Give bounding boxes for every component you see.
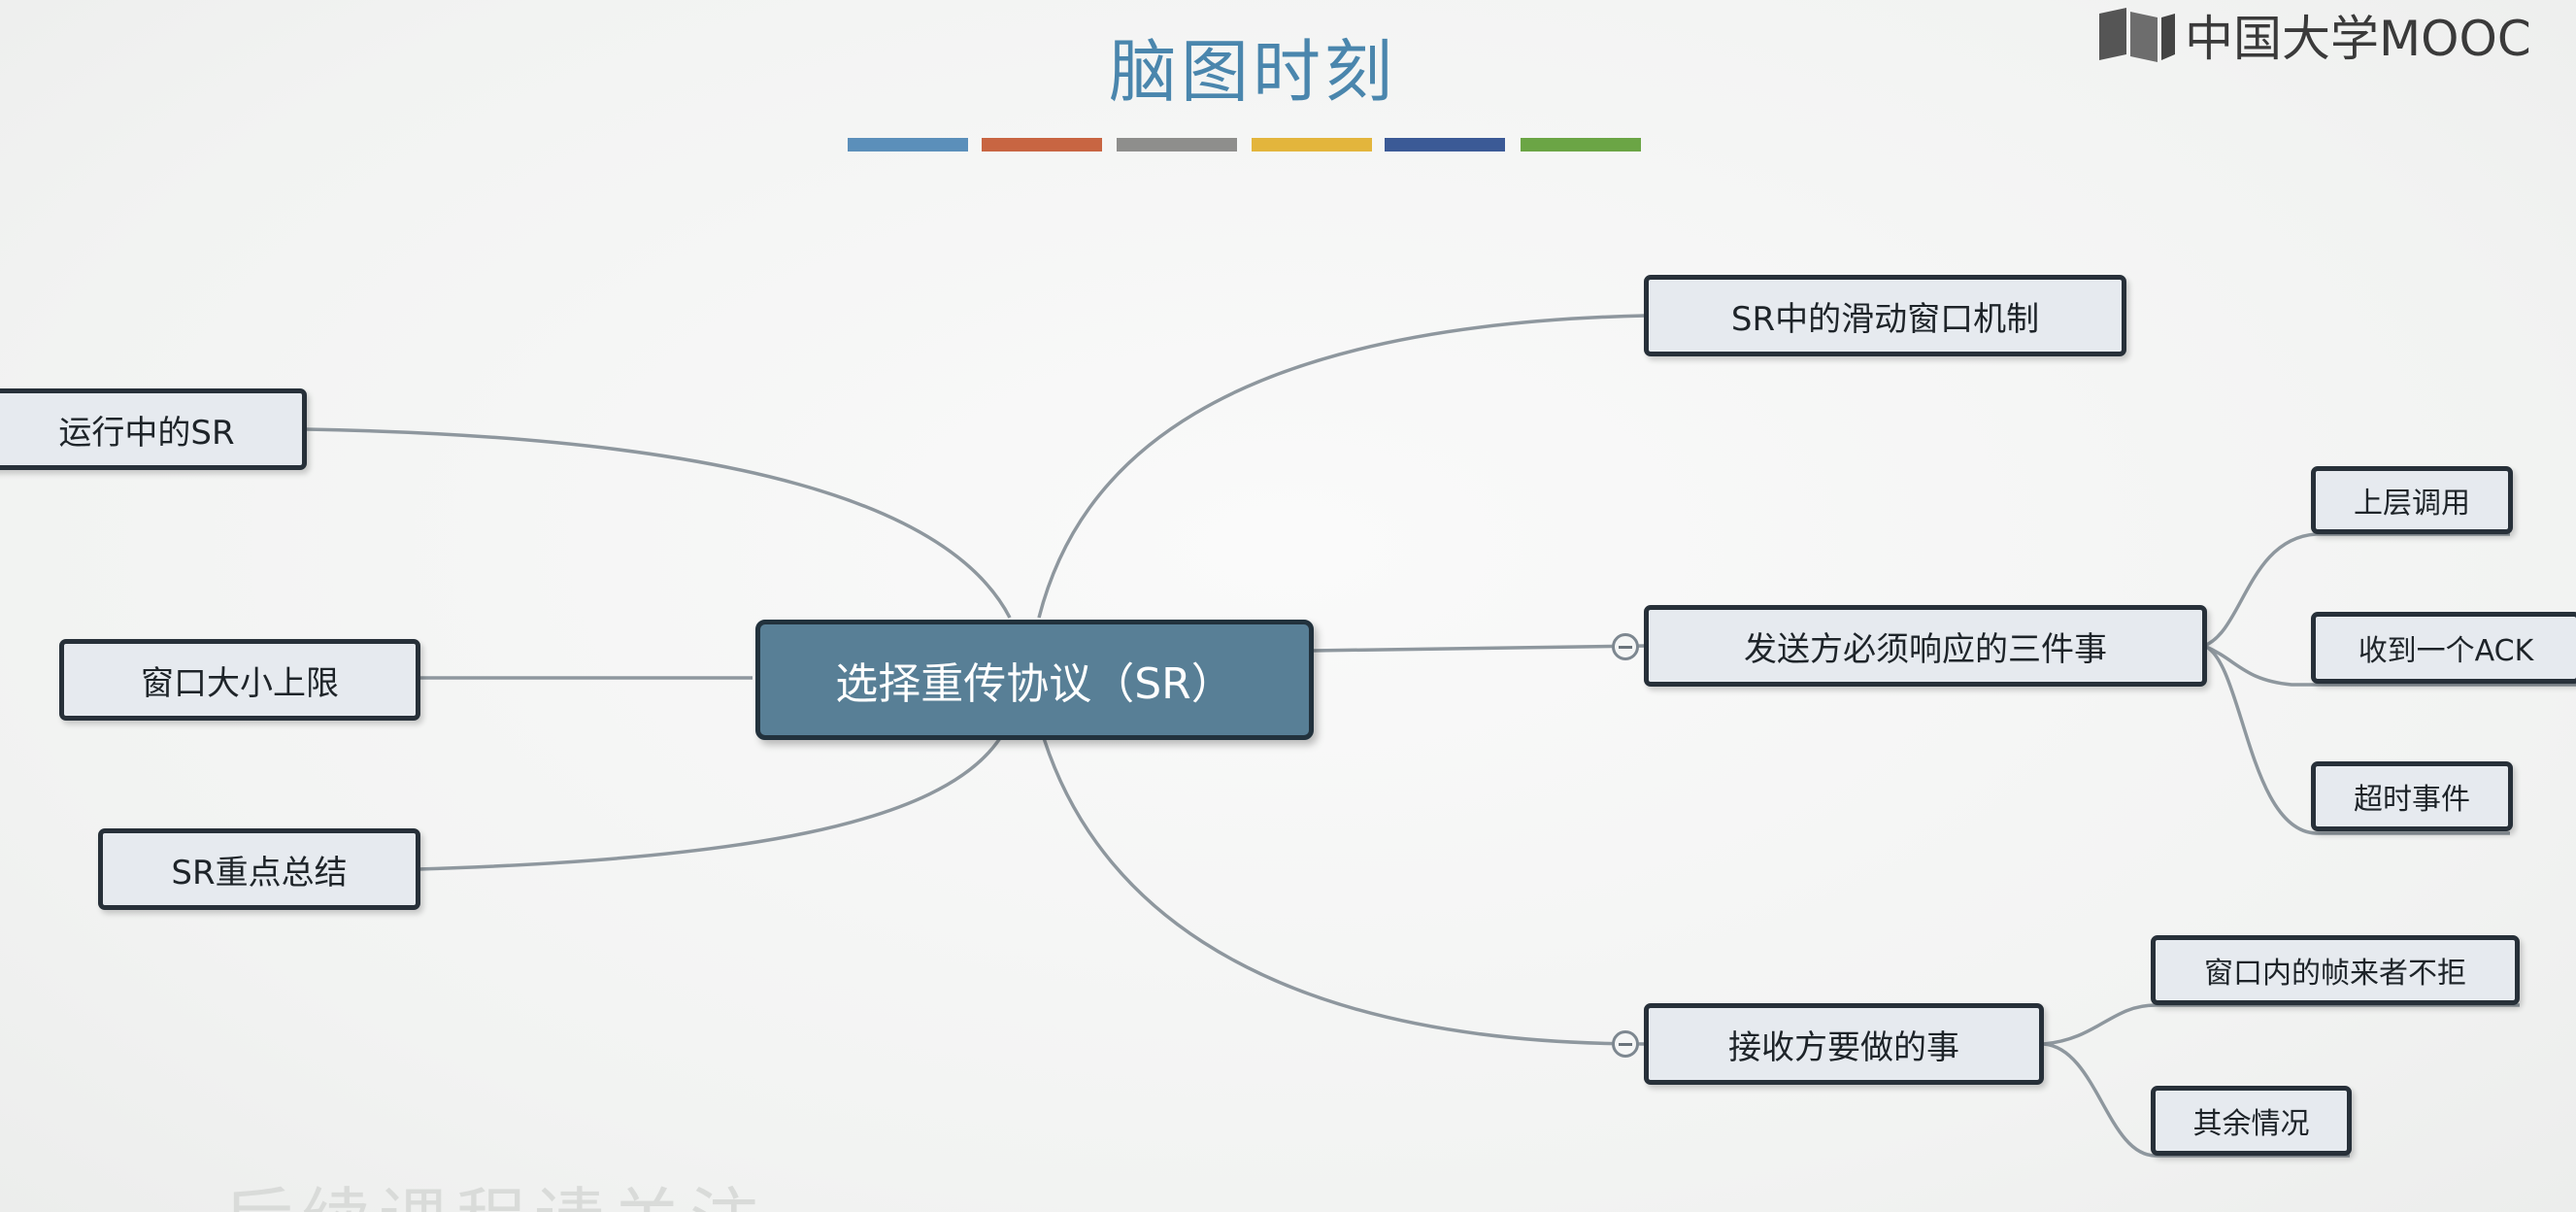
central-topic[interactable]: 选择重传协议（SR）: [755, 620, 1314, 740]
link-receiver: [1042, 737, 1647, 1046]
link-sender: [1310, 644, 1647, 653]
subtopic-accept-in-window[interactable]: 窗口内的帧来者不拒: [2151, 935, 2520, 1005]
subtopic-upper-call[interactable]: 上层调用: [2311, 466, 2513, 534]
subtopic-receive-ack[interactable]: 收到一个ACK: [2311, 612, 2576, 684]
topic-sliding-window[interactable]: SR中的滑动窗口机制: [1644, 275, 2126, 356]
link-sliding-window: [1037, 314, 1647, 619]
topic-receiver-actions[interactable]: 接收方要做的事: [1644, 1003, 2044, 1085]
color-bar-6: [1521, 138, 1641, 152]
collapse-sender-icon[interactable]: [1612, 633, 1639, 660]
color-bar-1: [848, 138, 968, 152]
topic-sr-summary[interactable]: SR重点总结: [98, 828, 420, 910]
link-other-cases: [2043, 1042, 2350, 1158]
link-recv-ack: [2203, 644, 2576, 687]
link-timeout: [2203, 644, 2510, 835]
topic-sender-events[interactable]: 发送方必须响应的三件事: [1644, 605, 2207, 687]
color-bar-4: [1252, 138, 1372, 152]
topic-window-limit[interactable]: 窗口大小上限: [59, 639, 420, 721]
link-upper-call: [2203, 532, 2510, 648]
collapse-receiver-icon[interactable]: [1612, 1030, 1639, 1058]
mooc-logo-text: 中国大学MOOC: [2185, 11, 2531, 67]
subtopic-timeout[interactable]: 超时事件: [2311, 761, 2513, 831]
slide-title: 脑图时刻: [1109, 32, 1396, 112]
mooc-book-icon: [2099, 8, 2175, 62]
color-bar-3: [1117, 138, 1237, 152]
color-bar-5: [1385, 138, 1505, 152]
watermark-text: 后续课程请关注: [223, 1163, 767, 1212]
subtopic-other-cases[interactable]: 其余情况: [2151, 1086, 2352, 1156]
topic-running-sr[interactable]: 运行中的SR: [0, 388, 307, 470]
link-in-window: [2043, 1003, 2520, 1046]
mooc-logo[interactable]: 中国大学MOOC: [2097, 8, 2531, 67]
link-sr-summary: [417, 737, 1002, 871]
link-running-sr: [305, 427, 1012, 619]
color-bar-2: [982, 138, 1102, 152]
